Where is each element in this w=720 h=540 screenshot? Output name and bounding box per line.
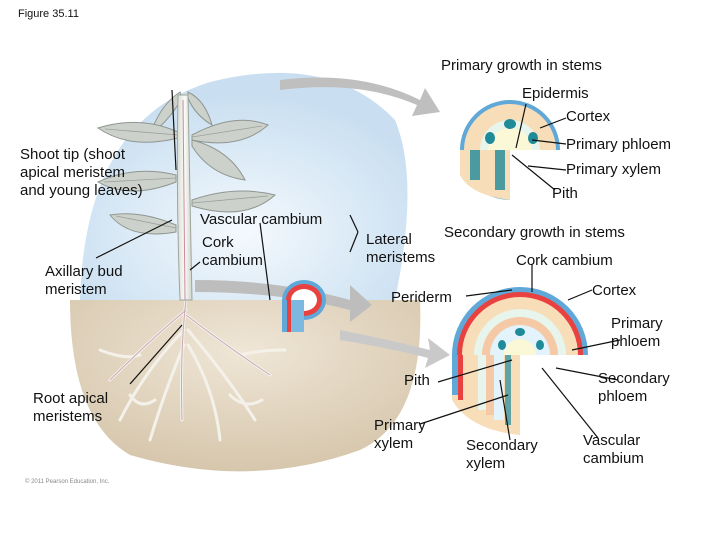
label-shoot-tip: Shoot tip (shoot apical meristem and you…: [20, 146, 143, 199]
copyright-notice: © 2011 Pearson Education, Inc.: [25, 479, 110, 485]
label-lateral-meristems: Lateral meristems: [366, 231, 436, 266]
label-secondary-xylem: Secondary xylem: [466, 437, 538, 472]
label-cork-cambium-secondary: Cork cambium: [516, 252, 613, 269]
label-axillary-bud: Axillary bud meristem: [45, 263, 123, 298]
arrow-to-primary-section: [280, 77, 440, 116]
label-primary-xylem-bottom: Primary xylem: [374, 417, 426, 452]
label-cortex-secondary: Cortex: [592, 282, 637, 299]
label-pith-bottom: Pith: [404, 372, 430, 389]
figure-label: Figure 35.11: [18, 8, 79, 20]
label-primary-xylem-top: Primary xylem: [566, 161, 662, 178]
stem: [176, 94, 193, 301]
label-periderm: Periderm: [391, 289, 452, 306]
label-root-apical: Root apical meristems: [33, 390, 109, 425]
label-cork-cambium: Cork cambium: [202, 234, 263, 269]
lateral-meristem-ring: [282, 280, 326, 332]
leaves: [96, 91, 277, 235]
label-epidermis: Epidermis: [522, 85, 589, 102]
label-cortex-primary: Cortex: [566, 108, 611, 125]
label-primary-phloem-bottom: Primary phloem: [611, 315, 663, 350]
arrow-to-secondary-section: [195, 280, 372, 322]
label-vascular-cambium-bottom: Vascular cambium: [583, 432, 644, 467]
primary-growth-heading: Primary growth in stems: [441, 57, 602, 74]
arrow-from-small-ring: [340, 330, 450, 368]
label-pith-top: Pith: [552, 185, 578, 202]
label-vascular-cambium: Vascular cambium: [200, 211, 323, 228]
leader-lines: [95, 89, 621, 441]
secondary-stem-section: [452, 287, 600, 435]
label-primary-phloem-top: Primary phloem: [566, 136, 672, 153]
primary-stem-section: [460, 100, 560, 205]
soil-background: [70, 300, 421, 472]
secondary-growth-heading: Secondary growth in stems: [444, 224, 625, 241]
label-secondary-phloem: Secondary phloem: [598, 370, 670, 405]
